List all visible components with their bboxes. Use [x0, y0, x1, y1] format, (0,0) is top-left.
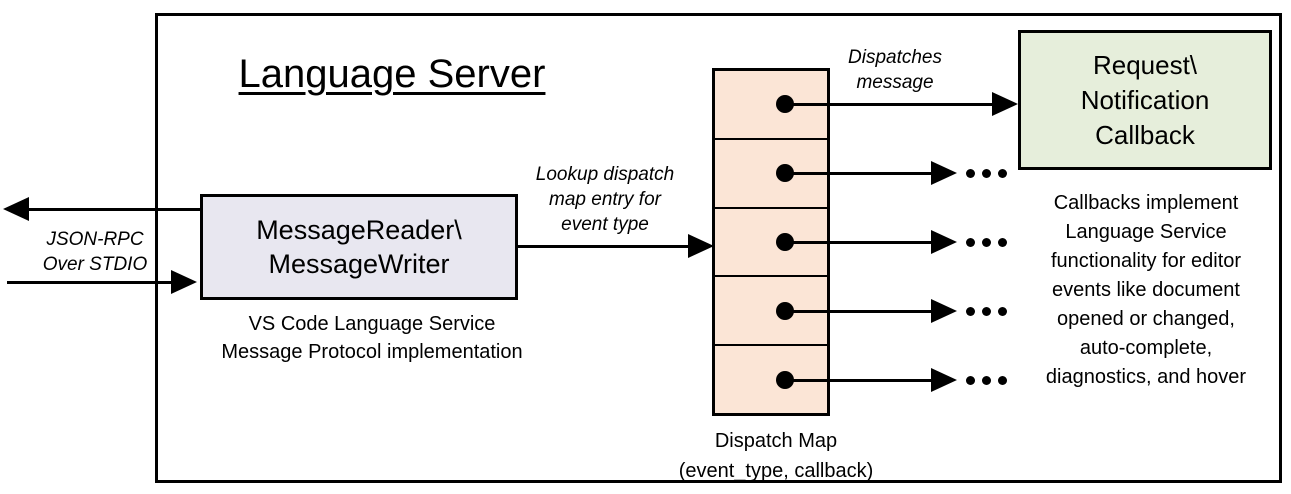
ellipsis-icon	[966, 168, 1007, 178]
stdio-in-arrow-line	[7, 280, 172, 284]
dispatch-map-caption: Dispatch Map (event_type, callback)	[653, 426, 899, 486]
lookup-arrowhead-icon	[688, 234, 714, 258]
dispatches-label-line1: Dispatches	[848, 47, 942, 68]
dispatch-arrow-line	[785, 378, 933, 382]
callbacks-note-line: opened or changed,	[1057, 308, 1235, 330]
dispatch-arrow-line	[785, 240, 933, 244]
dispatch-arrowhead-icon	[931, 230, 957, 254]
callback-box-line1: Request\	[1092, 49, 1198, 80]
dispatch-arrow-line	[785, 309, 933, 313]
dispatches-message-label: Dispatches message	[828, 45, 962, 95]
json-rpc-label-line1: JSON-RPC	[46, 229, 144, 250]
callback-box-line2: Notification	[1080, 84, 1210, 115]
lookup-arrow-line	[518, 244, 690, 248]
callbacks-note-line: auto-complete,	[1079, 337, 1213, 359]
reader-caption-line2: Message Protocol implementation	[221, 341, 523, 363]
stdio-out-arrow-line	[28, 207, 200, 211]
dispatch-arrowhead-icon	[931, 368, 957, 392]
dispatch-arrowhead-icon	[931, 299, 957, 323]
reader-box-caption: VS Code Language Service Message Protoco…	[196, 310, 548, 366]
ellipsis-icon	[966, 306, 1007, 316]
stdio-in-arrowhead-icon	[171, 270, 197, 294]
reader-caption-line1: VS Code Language Service	[248, 313, 496, 335]
callbacks-note-line: diagnostics, and hover	[1045, 366, 1247, 388]
dispatch-map-caption-line1: Dispatch Map	[714, 430, 838, 452]
ellipsis-icon	[966, 375, 1007, 385]
dispatches-label-line2: message	[856, 72, 934, 93]
dispatch-arrow-line	[785, 171, 933, 175]
stdio-out-arrowhead-icon	[3, 197, 29, 221]
request-notification-callback-box: Request\ Notification Callback	[1018, 30, 1272, 170]
diagram-title: Language Server	[238, 52, 546, 96]
lookup-label-line3: event type	[561, 214, 649, 235]
dispatch-arrowhead-icon	[931, 161, 957, 185]
callbacks-note-line: functionality for editor	[1050, 250, 1242, 272]
callbacks-note-line: Language Service	[1065, 221, 1227, 243]
json-rpc-label: JSON-RPC Over STDIO	[28, 227, 162, 277]
lookup-dispatch-label: Lookup dispatch map entry for event type	[515, 162, 695, 237]
message-reader-writer-box: MessageReader\ MessageWriter	[200, 194, 518, 300]
dispatch-arrowhead-icon	[992, 92, 1018, 116]
reader-box-line2: MessageWriter	[268, 249, 450, 279]
ellipsis-icon	[966, 237, 1007, 247]
lookup-label-line2: map entry for	[549, 189, 661, 210]
callbacks-note-line: Callbacks implement	[1053, 192, 1239, 214]
lookup-label-line1: Lookup dispatch	[535, 164, 675, 185]
dispatch-arrow-line	[785, 102, 995, 106]
callbacks-note: Callbacks implement Language Service fun…	[1018, 189, 1274, 392]
reader-box-line1: MessageReader\	[256, 215, 462, 245]
callbacks-note-line: events like document	[1052, 279, 1240, 301]
language-server-outer-box	[155, 13, 1282, 483]
dispatch-map-caption-line2: (event_type, callback)	[678, 460, 874, 482]
callback-box-line3: Callback	[1095, 119, 1195, 150]
json-rpc-label-line2: Over STDIO	[42, 254, 148, 275]
